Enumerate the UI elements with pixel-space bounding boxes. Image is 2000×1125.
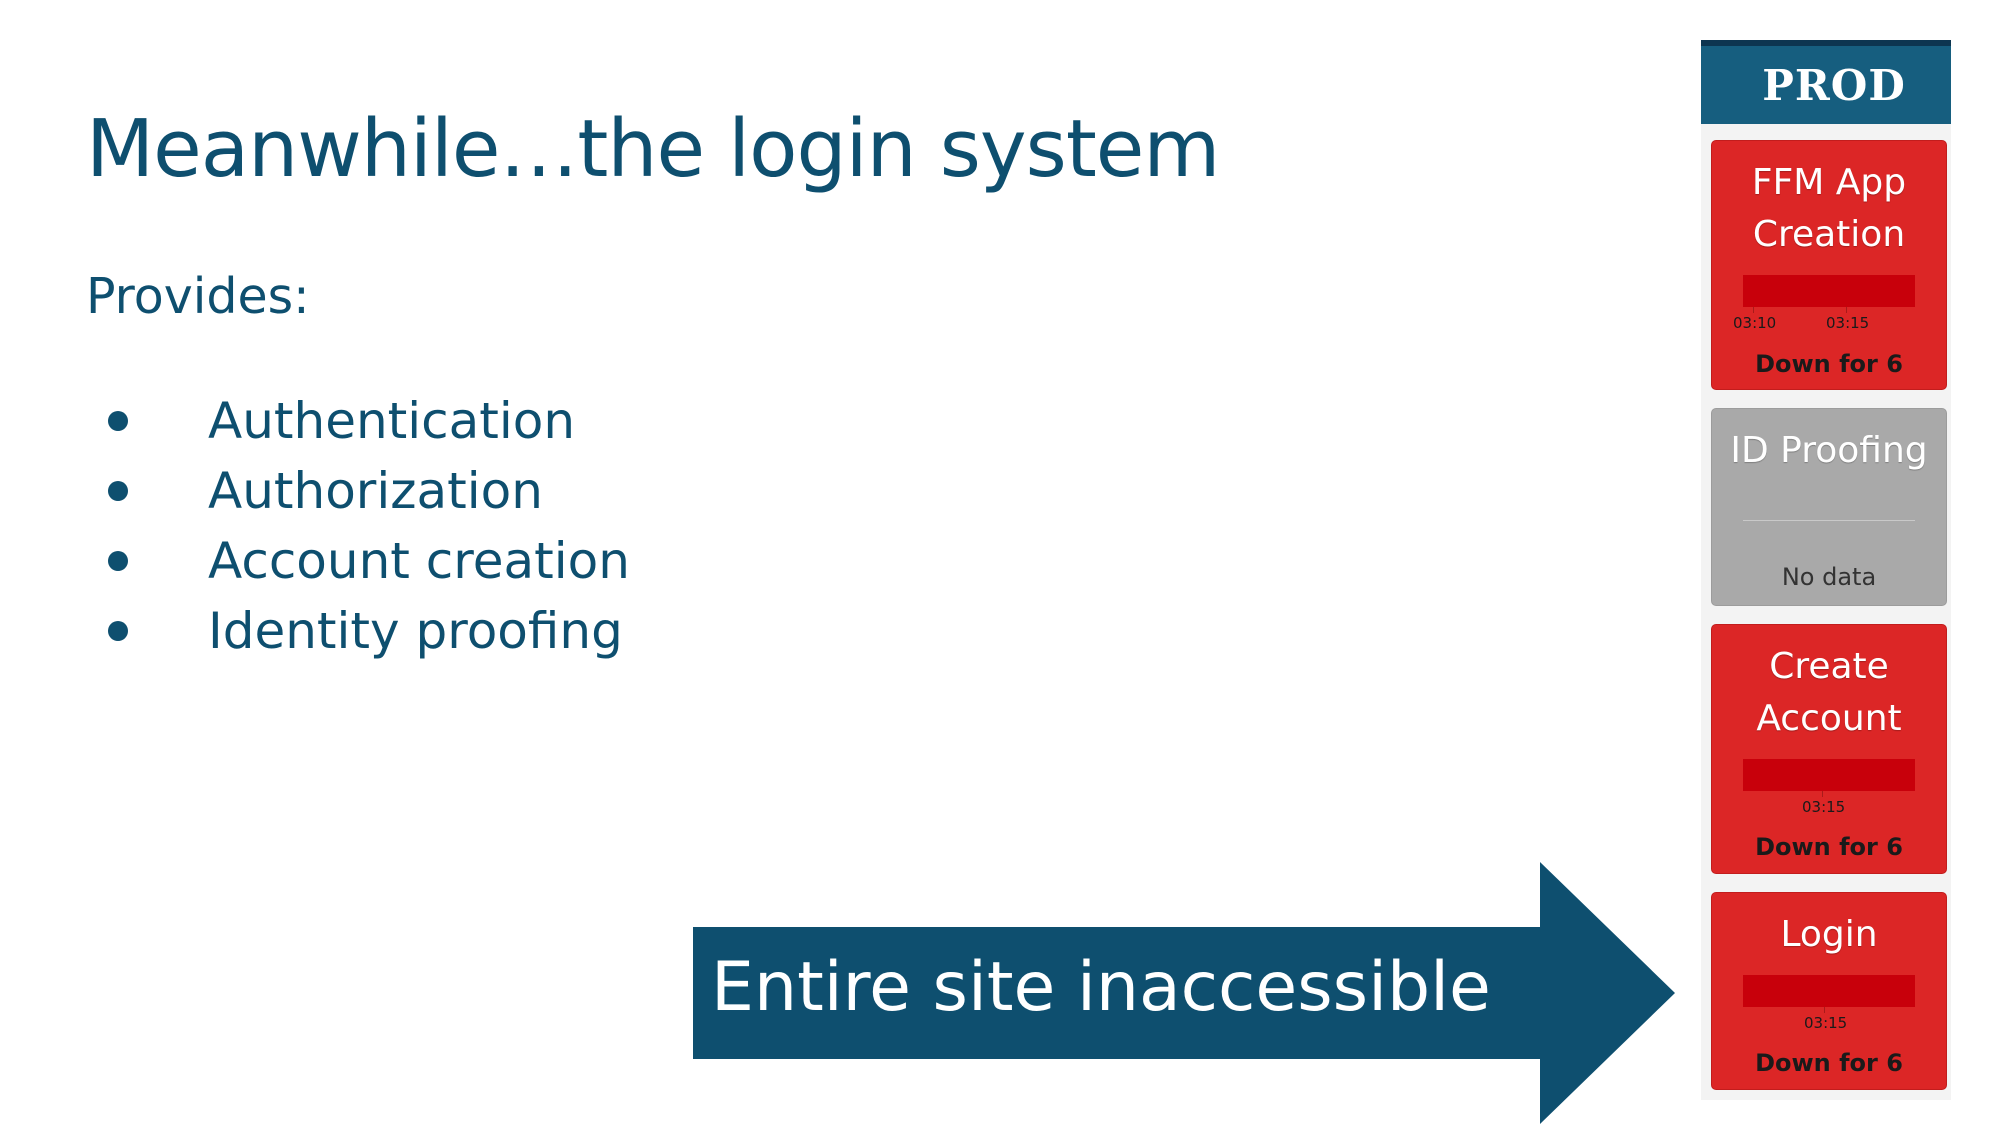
bullet-text: Account creation	[208, 532, 630, 590]
tick-label: 03:15	[1802, 798, 1846, 816]
tile-name-line: Account	[1756, 698, 1902, 739]
axis-tick	[1824, 1007, 1825, 1013]
arrow-label: Entire site inaccessible	[711, 948, 1491, 1027]
bullet-text: Authentication	[208, 392, 576, 450]
bullet-dot-icon	[108, 551, 128, 571]
tile-status: Down for 6	[1755, 1049, 1903, 1077]
bullet-dot-icon	[108, 411, 128, 431]
bullet-dot-icon	[108, 481, 128, 501]
bullet-item: Authentication	[108, 386, 630, 456]
status-panel: PROD FFM App Creation 03:10 03:15 Down f…	[1701, 40, 1951, 1100]
tile-name-line: Login	[1780, 914, 1878, 955]
tile-name: FFM App Creation	[1712, 141, 1946, 261]
tile-status: No data	[1781, 563, 1877, 591]
tile-name-line: FFM App	[1751, 162, 1907, 203]
bullet-item: Identity proofing	[108, 596, 630, 666]
arrow-shape-icon	[693, 862, 1675, 1124]
bullet-text: Authorization	[208, 462, 543, 520]
status-bar	[1743, 275, 1915, 307]
status-bar	[1743, 759, 1915, 791]
bullet-list: Authentication Authorization Account cre…	[108, 386, 630, 666]
axis-tick	[1753, 307, 1754, 313]
axis-tick	[1846, 307, 1847, 313]
slide-title: Meanwhile…the login system	[86, 103, 1220, 195]
tick-label: 03:10	[1733, 314, 1777, 332]
bullet-dot-icon	[108, 621, 128, 641]
tile-name-line: Create	[1769, 646, 1889, 687]
panel-header: PROD	[1701, 40, 1951, 124]
bullet-text: Identity proofing	[208, 602, 623, 660]
status-tile-login[interactable]: Login 03:15 Down for 6	[1711, 892, 1947, 1090]
status-bar	[1743, 975, 1915, 1007]
bullet-item: Authorization	[108, 456, 630, 526]
tile-name-line: ID Proofing	[1730, 430, 1928, 471]
status-tile-ffm-app-creation[interactable]: FFM App Creation 03:10 03:15 Down for 6	[1711, 140, 1947, 390]
tile-status: Down for 6	[1755, 833, 1903, 861]
slide-subtitle: Provides:	[86, 268, 310, 325]
tile-status: Down for 6	[1755, 350, 1903, 378]
tile-name-line: Creation	[1752, 214, 1906, 255]
axis-tick	[1822, 791, 1823, 797]
tile-name: Create Account	[1712, 625, 1946, 745]
status-tile-id-proofing[interactable]: ID Proofing No data	[1711, 408, 1947, 606]
bullet-item: Account creation	[108, 526, 630, 596]
tick-label: 03:15	[1804, 1014, 1848, 1032]
tick-label: 03:15	[1826, 314, 1870, 332]
tile-name: Login	[1712, 893, 1946, 961]
status-line	[1743, 520, 1915, 521]
panel-title: PROD	[1762, 60, 1906, 110]
tile-name: ID Proofing	[1712, 409, 1946, 477]
callout-arrow: Entire site inaccessible	[693, 862, 1675, 1124]
status-tile-create-account[interactable]: Create Account 03:15 Down for 6	[1711, 624, 1947, 874]
